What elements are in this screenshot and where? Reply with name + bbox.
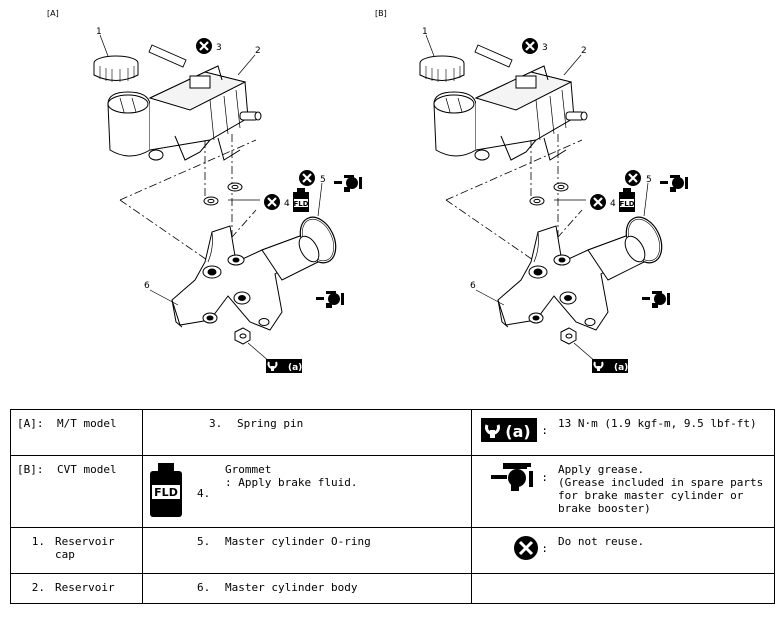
view-a-assembly: 1 2 3 4 5 6 — [93, 27, 362, 374]
legend-key: 6. — [197, 581, 211, 594]
do-not-reuse-icon — [262, 192, 282, 212]
table-row: [A]: M/T model 3. Spring pin (a) : 13 N·m … — [10, 409, 775, 456]
torque-tag-a: (a) — [288, 363, 302, 373]
legend-key: [B]: — [17, 463, 44, 476]
brake-fluid-icon — [293, 188, 309, 212]
callout-4: 4 — [610, 199, 616, 209]
view-label-a: [A] — [47, 9, 59, 18]
legend-value: Master cylinder O-ring — [225, 535, 371, 548]
do-not-reuse-icon — [194, 36, 214, 56]
grease-gun-icon — [316, 291, 344, 308]
legend-cell: 1. Reservoir cap — [10, 527, 143, 574]
grease-gun-icon — [334, 175, 362, 192]
legend-cell-empty — [471, 573, 775, 604]
legend-cell: 3. Spring pin — [142, 409, 472, 456]
legend-value: Grommet : Apply brake fluid. — [225, 463, 358, 489]
callout-6: 6 — [470, 281, 476, 291]
brake-fluid-icon — [619, 188, 635, 212]
legend-value: Reservoir — [55, 581, 115, 594]
legend-value: M/T model — [57, 417, 117, 430]
legend-value: Reservoir cap — [55, 535, 115, 561]
view-label-b: [B] — [375, 9, 387, 18]
do-not-reuse-icon — [520, 36, 540, 56]
callout-2: 2 — [581, 46, 587, 56]
legend-cell: 2. Reservoir — [10, 573, 143, 604]
do-not-reuse-icon — [623, 168, 643, 188]
legend-value: Apply grease. (Grease included in spare … — [558, 463, 764, 515]
torque-wrench-icon: (a) : — [478, 417, 558, 443]
legend-cell: 6. Master cylinder body — [142, 573, 472, 604]
callout-5: 5 — [320, 175, 326, 185]
callout-5: 5 — [646, 175, 652, 185]
legend-key: 1. — [31, 535, 45, 548]
legend-cell: 5. Master cylinder O-ring — [142, 527, 472, 574]
legend-cell: FLD 4. Grommet : Apply brake fluid. — [142, 455, 472, 528]
legend-key: 2. — [31, 581, 45, 594]
grease-gun-icon — [642, 291, 670, 308]
legend-cell: [B]: CVT model — [10, 455, 143, 528]
legend-key: 3. — [209, 417, 223, 430]
callout-4: 4 — [284, 199, 290, 209]
callout-2: 2 — [255, 46, 261, 56]
legend-cell: [A]: M/T model — [10, 409, 143, 456]
legend-key: 4. — [197, 487, 211, 500]
table-row: 2. Reservoir 6. Master cylinder body — [10, 573, 775, 604]
svg-text:FLD: FLD — [154, 486, 178, 499]
legend-cell: (a) : 13 N·m (1.9 kgf-m, 9.5 lbf-ft) — [471, 409, 775, 456]
legend-key: [A]: — [17, 417, 44, 430]
callout-1: 1 — [422, 27, 428, 37]
do-not-reuse-icon — [588, 192, 608, 212]
callout-3: 3 — [216, 43, 222, 53]
legend-value: 13 N·m (1.9 kgf-m, 9.5 lbf-ft) — [558, 417, 757, 430]
table-row: [B]: CVT model FLD 4. Grommet : Apply bra… — [10, 455, 775, 528]
legend-value: Master cylinder body — [225, 581, 358, 594]
legend-cell: : Do not reuse. — [471, 527, 775, 574]
legend-value: Spring pin — [237, 417, 304, 430]
do-not-reuse-icon: : — [478, 535, 558, 561]
torque-tag-b: (a) — [614, 363, 628, 373]
do-not-reuse-icon — [297, 168, 317, 188]
legend-cell: : Apply grease. (Grease included in spar… — [471, 455, 775, 528]
table-row: 1. Reservoir cap 5. Master cylinder O-ring… — [10, 527, 775, 574]
callout-6: 6 — [144, 281, 150, 291]
legend-value: CVT model — [57, 463, 117, 476]
legend-table: [A]: M/T model 3. Spring pin (a) : 13 N·m … — [10, 409, 775, 604]
view-b-assembly: 1 2 3 4 5 6 — [419, 27, 688, 374]
callout-3: 3 — [542, 43, 548, 53]
brake-fluid-icon: FLD — [149, 463, 197, 517]
legend-value: Do not reuse. — [558, 535, 645, 548]
grease-gun-icon: : — [478, 463, 558, 491]
legend-key: 5. — [197, 535, 211, 548]
diagram-svg: FLD — [93, 27, 688, 374]
svg-text:(a): (a) — [506, 422, 531, 441]
exploded-diagram: [A] [B] FLD — [47, 9, 688, 374]
callout-1: 1 — [96, 27, 102, 37]
grease-gun-icon — [660, 175, 688, 192]
